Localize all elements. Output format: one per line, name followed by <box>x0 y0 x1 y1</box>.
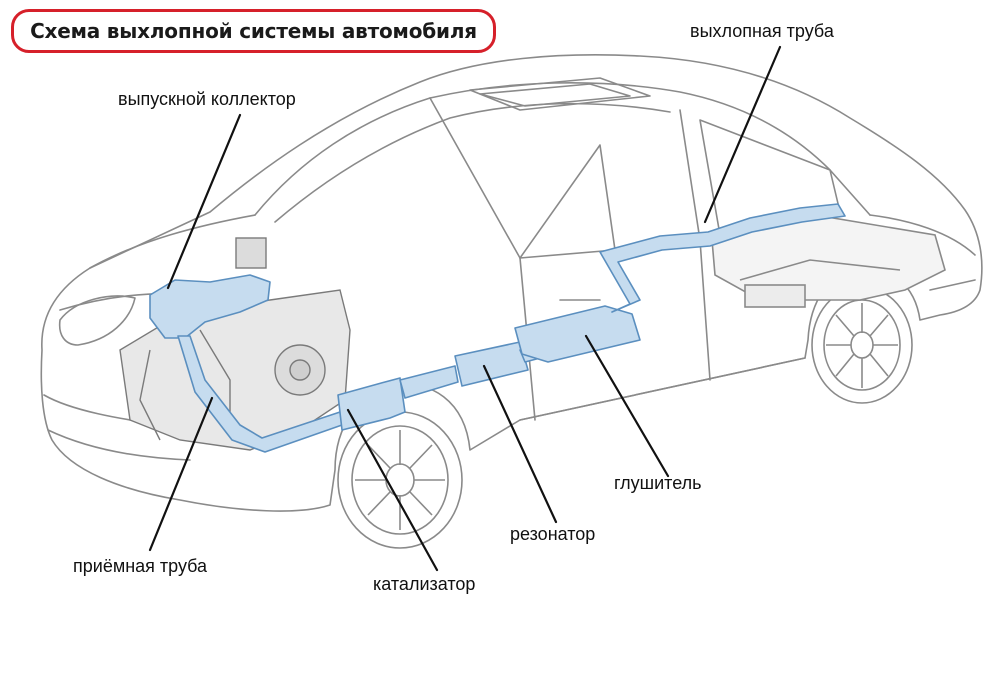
leader-lines <box>148 45 782 572</box>
title-box: Схема выхлопной системы автомобиля <box>11 9 496 53</box>
label-exhaust-manifold: выпускной коллектор <box>118 89 296 109</box>
label-tailpipe: выхлопная труба <box>690 21 834 41</box>
exhaust-manifold-shape <box>149 274 271 339</box>
diagram-title: Схема выхлопной системы автомобиля <box>30 19 477 43</box>
leader-tailpipe <box>703 45 782 224</box>
leader-manifold <box>166 113 242 290</box>
car-body <box>40 54 983 512</box>
leader-muffler <box>584 334 670 478</box>
exhaust-system <box>149 203 846 453</box>
label-catalyst: катализатор <box>373 574 476 594</box>
front-wheel <box>337 411 463 549</box>
muffler-shape <box>514 305 641 363</box>
label-resonator: резонатор <box>510 524 596 544</box>
rear-wheel <box>811 286 913 404</box>
resonator-shape <box>454 341 529 387</box>
label-downpipe: приёмная труба <box>73 556 208 576</box>
leader-downpipe <box>148 396 214 552</box>
fuel-tank <box>711 214 946 308</box>
leader-resonator <box>482 364 558 524</box>
leader-catalyst <box>346 408 439 572</box>
label-muffler: глушитель <box>614 473 702 493</box>
catalyst-shape <box>337 377 406 431</box>
